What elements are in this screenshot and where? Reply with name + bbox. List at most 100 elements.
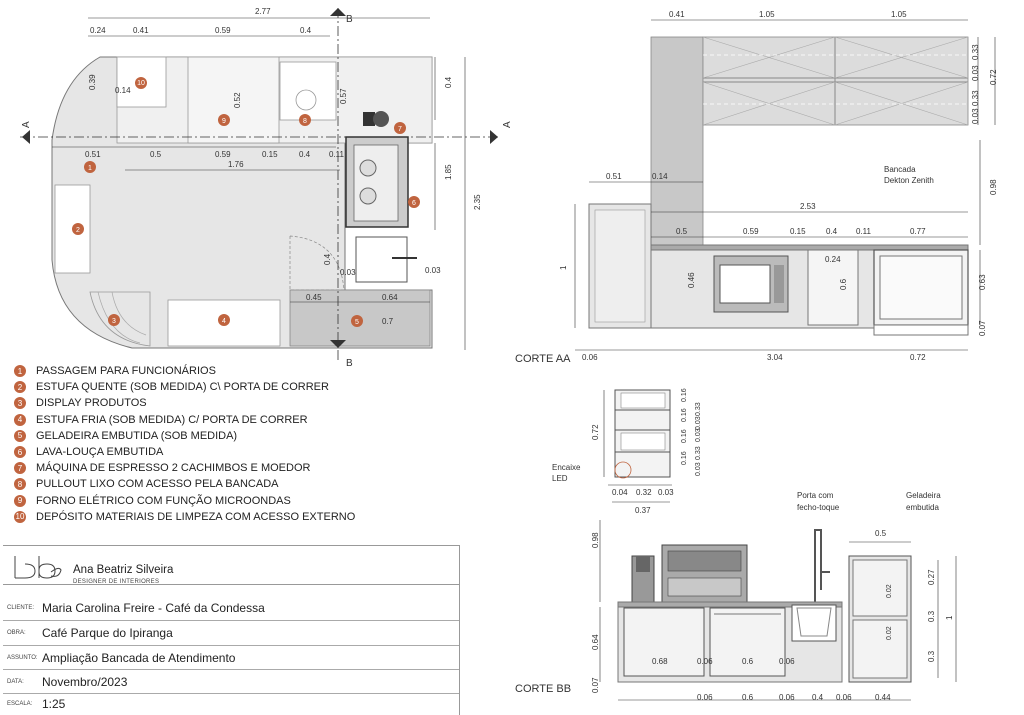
dim-aa-19: 1 bbox=[559, 265, 568, 270]
dim-plan-11: 0.5 bbox=[150, 150, 162, 159]
plan-marker-8: 8 bbox=[303, 118, 307, 125]
label-bancada-material: Dekton Zenith bbox=[884, 176, 934, 185]
dim-plan-18: 2.35 bbox=[473, 194, 482, 210]
plan-marker-3: 3 bbox=[112, 318, 116, 325]
dim-bb-5: 0.16 bbox=[681, 429, 688, 443]
section-b-bottom-marker bbox=[330, 340, 346, 348]
aa-counter-top bbox=[650, 244, 969, 251]
tb-row-client: CLIENTE: Maria Carolina Freire - Café da… bbox=[3, 596, 459, 620]
dim-bb-31: 0.4 bbox=[812, 693, 824, 702]
label-encaixe: Encaixe bbox=[552, 463, 581, 472]
dim-bb-1: 0.16 bbox=[681, 388, 688, 402]
dim-bb-19: 0.6 bbox=[742, 657, 754, 666]
dim-aa-11: 2.53 bbox=[800, 202, 816, 211]
dim-plan-20: 0.03 bbox=[340, 268, 356, 277]
corte-aa: 0.41 1.05 1.05 0.33 0.03 0.33 0.03 0.72 … bbox=[515, 10, 998, 365]
dim-bb-30: 0.06 bbox=[779, 693, 795, 702]
legend-item: 8 PULLOUT LIXO COM ACESSO PELA BANCADA bbox=[14, 476, 355, 492]
tb-row-escala: ESCALA: 1:25 bbox=[3, 693, 459, 714]
section-a-right-marker bbox=[490, 130, 498, 144]
designer-name: Ana Beatriz Silveira bbox=[73, 564, 174, 576]
dim-plan-3: 0.59 bbox=[215, 26, 231, 35]
plan-sink bbox=[355, 236, 408, 283]
designer-logo bbox=[14, 556, 62, 579]
tb-label-client: CLIENTE: bbox=[7, 605, 35, 611]
label-embutida: embutida bbox=[906, 503, 939, 512]
shelf-detail: 0.72 0.16 0.16 0.33 0.03 0.16 0.16 0.03 … bbox=[552, 388, 702, 515]
legend-number: 5 bbox=[14, 429, 26, 442]
plan-product-display bbox=[89, 291, 151, 347]
bb-cabinet-left bbox=[623, 607, 705, 677]
dim-aa-20: 0.46 bbox=[687, 272, 696, 288]
dim-bb-21: 0.27 bbox=[927, 569, 936, 585]
aa-plinth bbox=[873, 324, 969, 336]
dim-plan-16: 1.76 bbox=[228, 160, 244, 169]
dim-plan-1: 0.24 bbox=[90, 26, 106, 35]
dim-plan-15: 0.11 bbox=[329, 150, 345, 159]
legend-text: DISPLAY PRODUTOS bbox=[36, 397, 147, 410]
dim-bb-9: 0.03 bbox=[695, 462, 702, 476]
label-porta-com: Porta com bbox=[797, 491, 834, 500]
dim-aa-14: 0.15 bbox=[790, 227, 806, 236]
tb-label-assunto: ASSUNTO: bbox=[7, 655, 38, 661]
dim-aa-22: 0.63 bbox=[978, 274, 987, 290]
dim-bb-2: 0.16 bbox=[681, 408, 688, 422]
bb-faucet bbox=[814, 529, 822, 602]
legend-number: 8 bbox=[14, 478, 26, 491]
dim-aa-7: 0.72 bbox=[989, 69, 998, 85]
dim-plan-17: 1.85 bbox=[444, 164, 453, 180]
plan-marker-9: 9 bbox=[222, 118, 226, 125]
label-geladeira: Geladeira bbox=[906, 491, 941, 500]
designer-role: DESIGNER DE INTERIORES bbox=[73, 579, 160, 585]
dim-bb-3: 0.33 bbox=[695, 402, 702, 416]
dim-aa-12: 0.5 bbox=[676, 227, 688, 236]
dim-bb-27: 0.07 bbox=[591, 677, 600, 693]
dim-bb-28: 0.06 bbox=[697, 693, 713, 702]
section-b-top-marker bbox=[330, 8, 346, 16]
dim-aa-8: 0.98 bbox=[989, 179, 998, 195]
dim-aa-0: 0.41 bbox=[669, 10, 685, 19]
plan-markers: 10 9 8 7 1 6 2 3 4 5 bbox=[72, 77, 420, 327]
legend-text: PULLOUT LIXO COM ACESSO PELA BANCADA bbox=[36, 478, 279, 491]
dim-bb-12: 0.03 bbox=[658, 488, 674, 497]
tb-label-escala: ESCALA: bbox=[7, 701, 33, 707]
dim-aa-4: 0.03 bbox=[971, 65, 980, 81]
dim-bb-0: 0.72 bbox=[591, 424, 600, 440]
plan-oven bbox=[187, 56, 280, 144]
dim-aa-6: 0.03 bbox=[971, 108, 980, 124]
led-detail-circle bbox=[614, 461, 632, 479]
legend-number: 3 bbox=[14, 397, 26, 410]
section-a-label-left: A bbox=[21, 121, 32, 128]
section-a-left-marker bbox=[22, 130, 30, 144]
legend-text: ESTUFA FRIA (SOB MEDIDA) C/ PORTA DE COR… bbox=[36, 413, 308, 426]
plan-marker-7: 7 bbox=[398, 126, 402, 133]
tb-value-data: Novembro/2023 bbox=[42, 675, 128, 689]
legend-number: 1 bbox=[14, 365, 26, 378]
legend-number: 7 bbox=[14, 462, 26, 475]
dim-plan-10: 0.51 bbox=[85, 150, 101, 159]
dim-bb-7: 0.03 bbox=[695, 428, 702, 442]
dim-aa-16: 0.11 bbox=[856, 227, 872, 236]
dim-bb-25: 0.02 bbox=[886, 626, 893, 640]
dim-plan-13: 0.15 bbox=[262, 150, 278, 159]
dim-aa-26: 0.72 bbox=[910, 353, 926, 362]
aa-column bbox=[650, 36, 704, 248]
dim-plan-5: 0.39 bbox=[88, 74, 97, 90]
legend-text: ESTUFA QUENTE (SOB MEDIDA) C\ PORTA DE C… bbox=[36, 381, 329, 394]
dim-bb-24: 1 bbox=[945, 615, 954, 620]
dim-aa-17: 0.77 bbox=[910, 227, 926, 236]
dim-aa-10: 0.14 bbox=[652, 172, 668, 181]
dim-plan-7: 0.52 bbox=[233, 92, 242, 108]
label-corte-bb: CORTE BB bbox=[515, 683, 571, 695]
legend-text: FORNO ELÉTRICO COM FUNÇÃO MICROONDAS bbox=[36, 494, 291, 507]
dim-aa-1: 1.05 bbox=[759, 10, 775, 19]
legend-text: DEPÓSITO MATERIAIS DE LIMPEZA COM ACESSO… bbox=[36, 510, 356, 523]
dim-bb-32: 0.06 bbox=[836, 693, 852, 702]
tb-label-data: DATA: bbox=[7, 679, 24, 685]
dim-bb-10: 0.04 bbox=[612, 488, 628, 497]
dim-aa-25: 3.04 bbox=[767, 353, 783, 362]
